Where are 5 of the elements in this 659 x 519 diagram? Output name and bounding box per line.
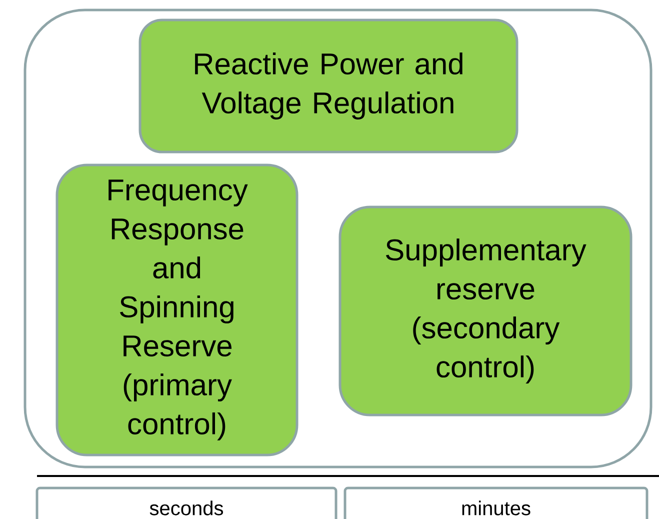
service-box: Reactive Power and Voltage Regulation <box>138 18 518 154</box>
timescale-box: minutes <box>344 486 648 519</box>
timescale-box: seconds <box>36 486 338 519</box>
service-box: Supplementary reserve (secondary control) <box>338 206 632 416</box>
service-box: Frequency Response and Spinning Reserve (primary control) <box>56 164 298 456</box>
